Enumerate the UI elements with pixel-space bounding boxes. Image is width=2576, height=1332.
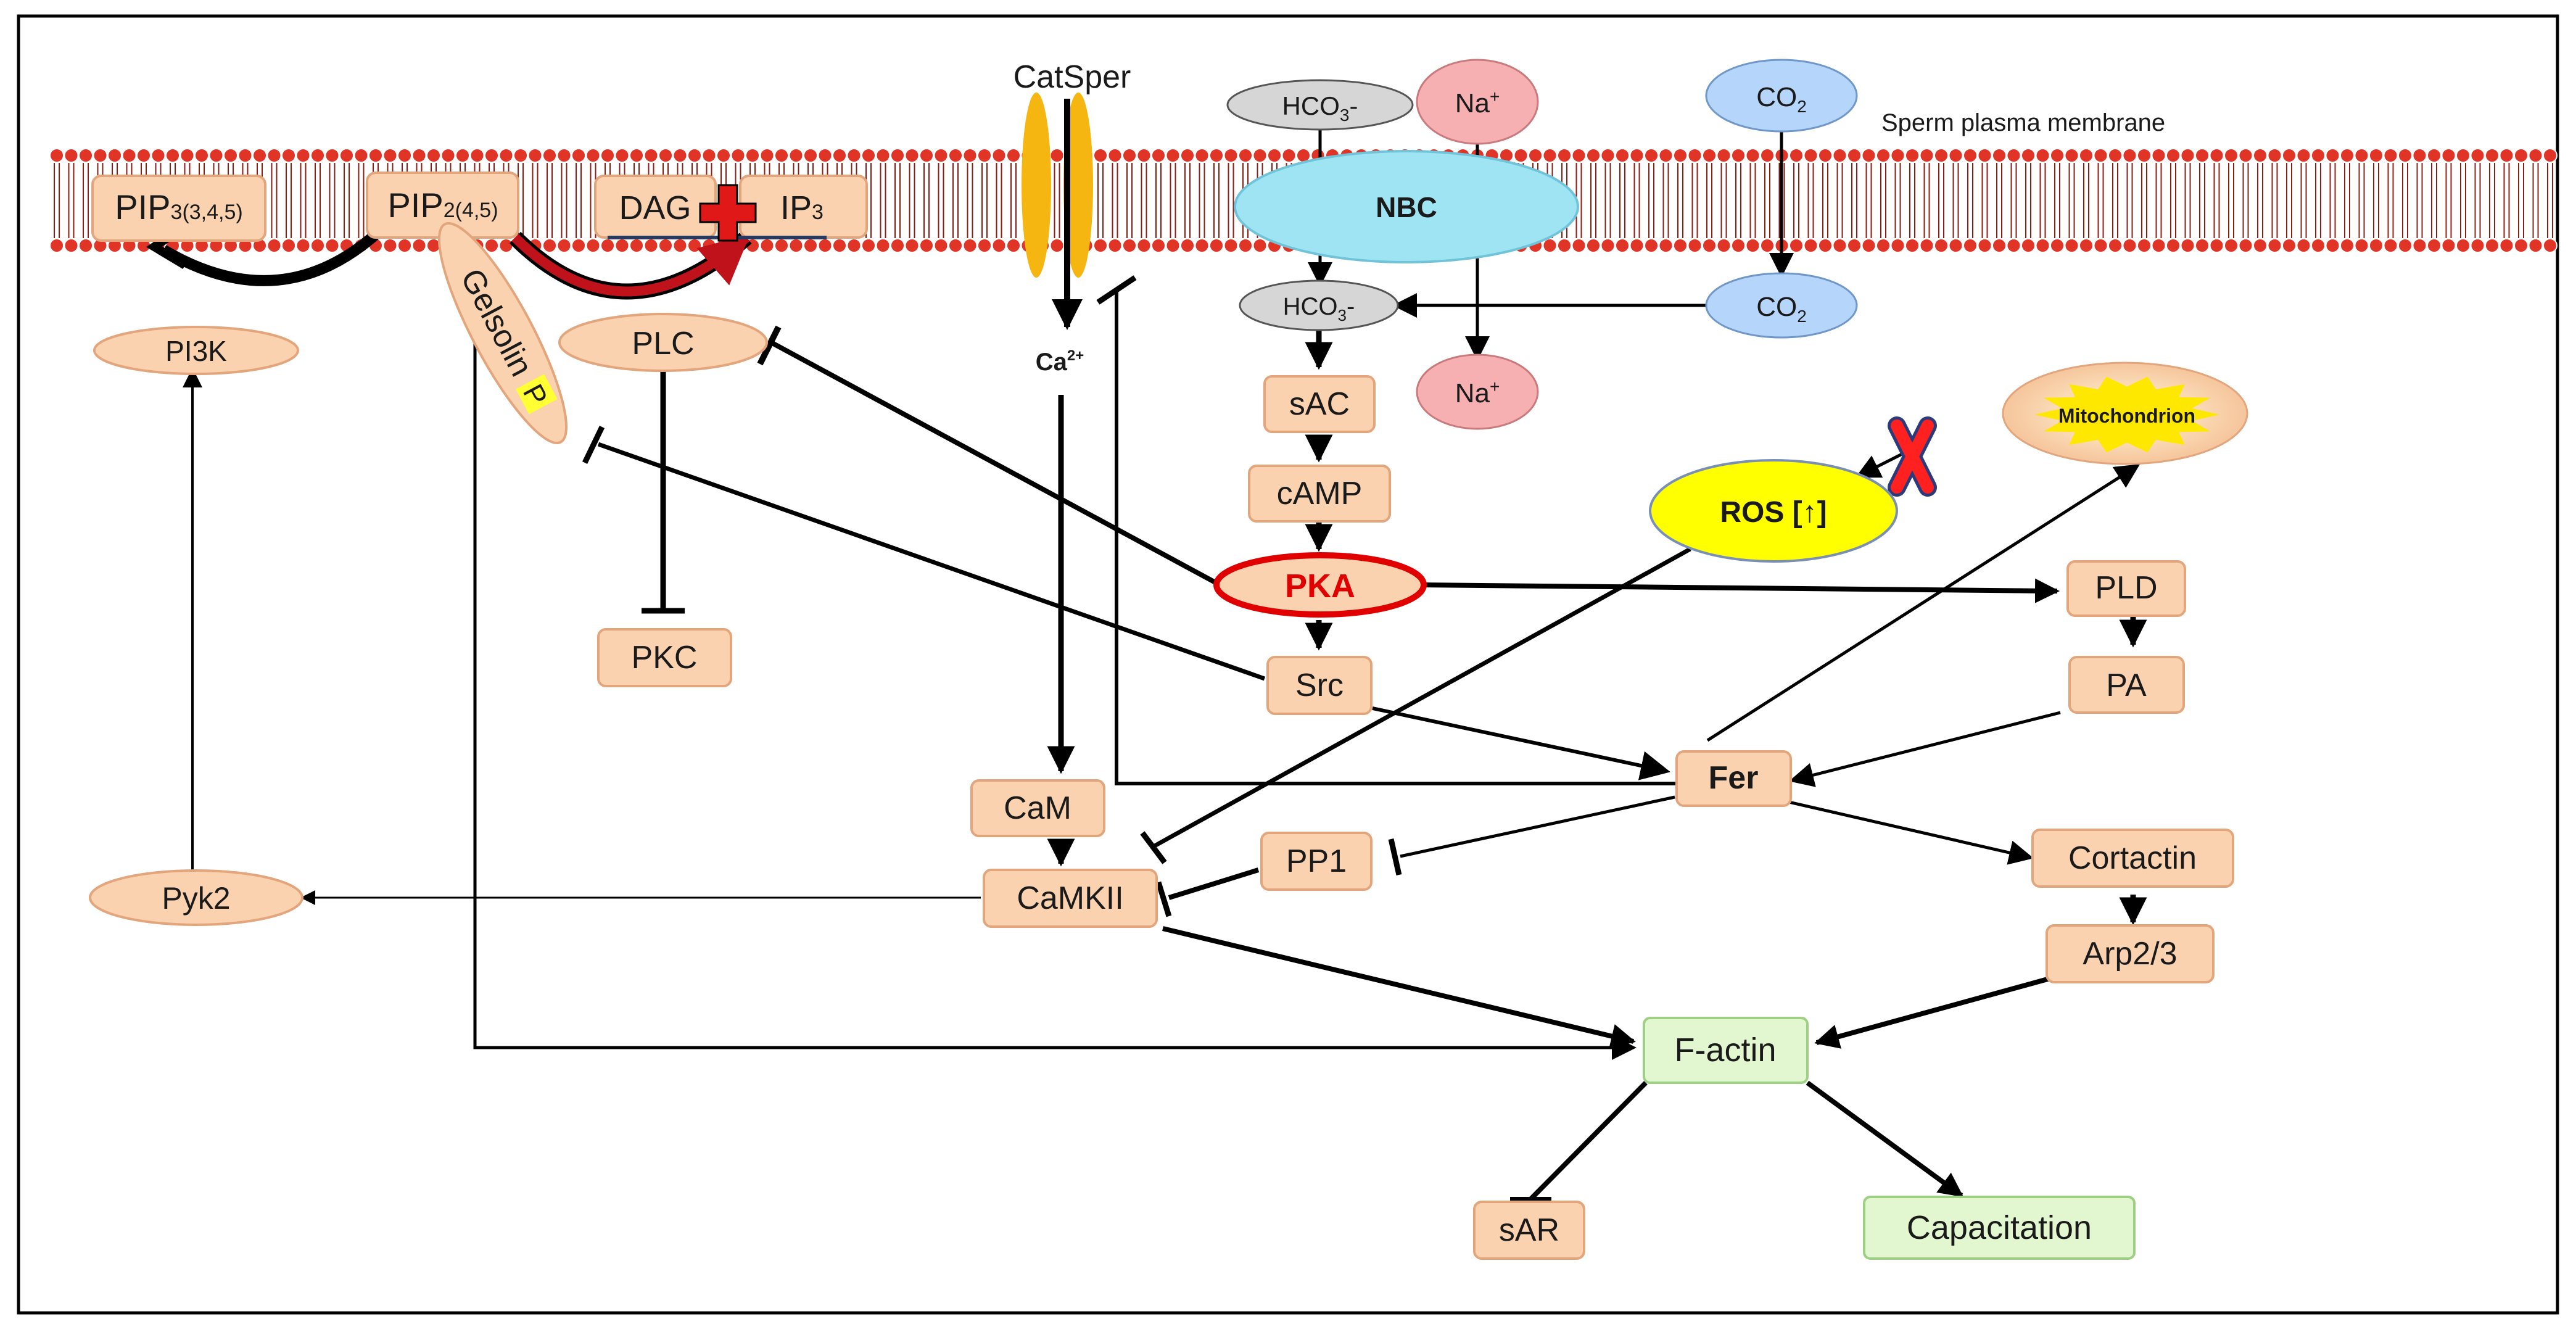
node-pld bbox=[2066, 560, 2186, 617]
mito-label: Mitochondrion bbox=[2058, 405, 2195, 427]
pp1-label: PP1 bbox=[1286, 843, 1347, 879]
pi3k-label: PI3K bbox=[165, 335, 227, 367]
tbar-camkii-pp1 bbox=[1155, 881, 1172, 917]
ip3-label: IP3 bbox=[780, 189, 824, 226]
catsper-label: CatSper bbox=[1013, 59, 1131, 95]
edge-fer-pp1 bbox=[1400, 795, 1675, 858]
node-fer bbox=[1675, 750, 1792, 807]
node-src bbox=[1266, 656, 1373, 715]
fer-label: Fer bbox=[1709, 760, 1759, 796]
tbar-plc bbox=[757, 325, 782, 366]
node-pka bbox=[1213, 552, 1427, 618]
edge-src-gelsolin bbox=[597, 442, 1266, 681]
node-cam bbox=[970, 779, 1105, 837]
node-pp1 bbox=[1260, 832, 1373, 891]
camp-label: cAMP bbox=[1277, 476, 1363, 511]
catsper-channel bbox=[1022, 93, 1093, 278]
node-nbc bbox=[1234, 150, 1579, 263]
cortactin-label: Cortactin bbox=[2068, 840, 2197, 876]
dag-label: DAG bbox=[619, 189, 691, 226]
edge-fer-cortactin bbox=[1788, 800, 2034, 865]
capacitation-label: Capacitation bbox=[1907, 1209, 2092, 1246]
tbar-pp1 bbox=[1388, 838, 1402, 875]
edge-pip2-dag-ip3 bbox=[511, 233, 751, 297]
na-inner-label: Na+ bbox=[1455, 377, 1500, 408]
tbar-catsper bbox=[1096, 275, 1137, 305]
edge-ros-camkii bbox=[1152, 547, 1691, 849]
cam-label: CaM bbox=[1004, 790, 1071, 826]
edge-pka-plc bbox=[770, 340, 1218, 585]
edge-src-fer bbox=[1372, 706, 1670, 780]
node-pyk2 bbox=[89, 869, 303, 926]
node-cortactin bbox=[2031, 829, 2234, 888]
edge-pka-pld bbox=[1418, 578, 2060, 603]
plc-label: PLC bbox=[632, 326, 694, 362]
co2-inner-label: CO2 bbox=[1756, 292, 1807, 326]
node-sac bbox=[1263, 375, 1376, 433]
pip3-label: PIP3(3,4,5) bbox=[115, 188, 242, 226]
sar-label: sAR bbox=[1499, 1212, 1559, 1248]
edge-arp-factin bbox=[1814, 972, 2065, 1049]
plus-icon bbox=[699, 184, 757, 242]
node-pa bbox=[2068, 656, 2185, 714]
node-capacitation bbox=[1863, 1196, 2136, 1260]
pka-label: PKA bbox=[1285, 568, 1355, 605]
node-pkc bbox=[597, 628, 732, 687]
edge-fer-catsper bbox=[1115, 290, 1677, 785]
node-camkii bbox=[983, 869, 1158, 928]
edge-fer-mito bbox=[1706, 464, 2140, 742]
edge-pip2-pip3 bbox=[160, 224, 387, 286]
node-hco3-outer bbox=[1226, 79, 1414, 131]
node-camp bbox=[1248, 465, 1391, 523]
src-label: Src bbox=[1295, 668, 1344, 703]
node-arp23 bbox=[2046, 924, 2215, 983]
node-sar bbox=[1473, 1201, 1585, 1260]
node-pi3k bbox=[93, 326, 299, 375]
node-co2-outer bbox=[1705, 59, 1858, 133]
node-co2-inner bbox=[1705, 272, 1858, 339]
edge-factin-capacitation bbox=[1806, 1080, 1964, 1198]
factin-label: F-actin bbox=[1674, 1032, 1776, 1069]
ca-label: Ca2+ bbox=[1036, 347, 1084, 376]
node-factin bbox=[1643, 1017, 1809, 1084]
co2-outer-label: CO2 bbox=[1756, 82, 1807, 116]
pyk2-label: Pyk2 bbox=[162, 881, 230, 916]
mito-burst bbox=[2034, 376, 2219, 453]
blocked-x-icon bbox=[1888, 416, 1937, 497]
node-hco3-inner bbox=[1239, 279, 1399, 331]
hco3-outer-label: HCO3- bbox=[1282, 91, 1358, 125]
pa-label: PA bbox=[2106, 668, 2147, 703]
node-na-inner bbox=[1416, 354, 1539, 430]
pkc-label: PKC bbox=[632, 640, 698, 676]
pip2-label: PIP2(4,5) bbox=[387, 186, 498, 225]
edge-pp1-camkii bbox=[1168, 867, 1260, 900]
ros-label: ROS [↑] bbox=[1720, 496, 1827, 529]
camkii-label: CaMKII bbox=[1017, 880, 1123, 916]
phospho-badge bbox=[516, 374, 558, 415]
connectors bbox=[146, 99, 2147, 1207]
edge-camkii-factin bbox=[1162, 926, 1636, 1049]
nbc-label: NBC bbox=[1376, 191, 1437, 223]
na-outer-label: Na+ bbox=[1455, 87, 1500, 118]
pld-label: PLD bbox=[2095, 570, 2157, 606]
edge-pa-fer bbox=[1789, 711, 2061, 787]
node-pip3 bbox=[91, 175, 266, 242]
edge-pip2-factin bbox=[473, 308, 1637, 1060]
membrane-label: Sperm plasma membrane bbox=[1881, 109, 2165, 136]
node-ros bbox=[1649, 459, 1898, 563]
tbar-gelsolin bbox=[582, 426, 605, 464]
arp23-label: Arp2/3 bbox=[2083, 936, 2177, 972]
sac-label: sAC bbox=[1289, 386, 1350, 422]
node-plc bbox=[558, 313, 768, 372]
node-na-outer bbox=[1416, 59, 1539, 145]
tbar-camkii-ros bbox=[1140, 831, 1167, 864]
hco3-inner-label: HCO3- bbox=[1283, 293, 1355, 325]
edge-factin-sar bbox=[1528, 1081, 1648, 1202]
